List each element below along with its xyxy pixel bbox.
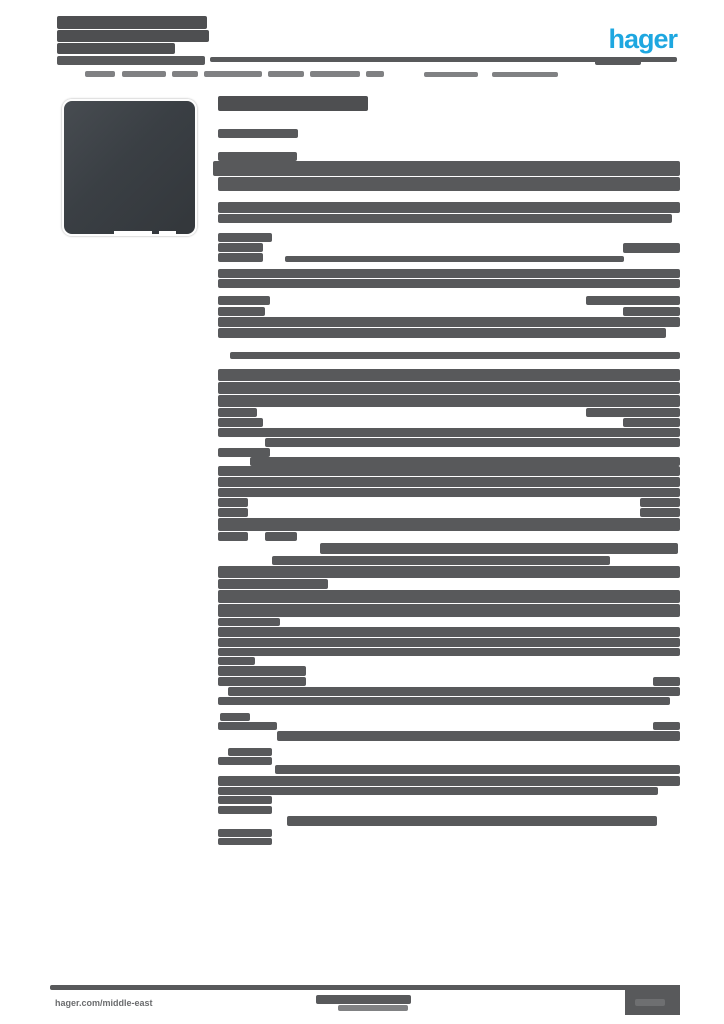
redacted-text-line [218, 328, 666, 338]
redacted-text-line [218, 296, 270, 305]
redacted-text-line [265, 532, 297, 541]
redacted-text-line [218, 838, 272, 845]
redacted-text-line [275, 765, 680, 774]
redacted-text-line [57, 30, 209, 42]
redacted-text-line [218, 757, 272, 765]
redacted-text-line [50, 985, 680, 990]
redacted-text-line [218, 233, 272, 242]
redacted-text-line [213, 161, 680, 176]
redacted-text-line [218, 177, 680, 191]
redacted-text-line [265, 438, 680, 447]
redacted-text-line [218, 243, 263, 252]
redacted-text-line [204, 71, 262, 77]
redacted-text-line [586, 296, 680, 305]
redacted-text-line [218, 395, 680, 407]
redacted-text-line [218, 307, 265, 316]
redacted-text-line [640, 508, 680, 517]
redacted-text-line [218, 532, 248, 541]
redacted-text-line [218, 604, 680, 617]
redacted-text-line [218, 776, 680, 786]
footer-url[interactable]: hager.com/middle-east [55, 997, 153, 1008]
redacted-text-line [57, 56, 205, 65]
redacted-text-line [218, 418, 263, 427]
redacted-text-line [218, 518, 680, 531]
redacted-text-line [218, 408, 257, 417]
product-image-notch [114, 231, 152, 236]
redacted-text-line [653, 722, 680, 730]
redacted-text-line [492, 72, 558, 77]
redacted-text-line [218, 590, 680, 603]
redacted-text-line [310, 71, 360, 77]
redacted-text-line [623, 418, 680, 427]
redacted-text-line [218, 806, 272, 814]
redacted-text-line [268, 71, 304, 77]
redacted-text-line [218, 627, 680, 637]
product-image [62, 99, 197, 236]
footer-url-box[interactable]: hager.com/middle-east [55, 992, 171, 1013]
redacted-text-line [218, 214, 672, 223]
redacted-text-line [218, 722, 277, 730]
redacted-text-line [250, 457, 680, 466]
redacted-text-line [85, 71, 115, 77]
redacted-text-line [218, 269, 680, 278]
page-number-box [625, 985, 680, 1015]
redacted-text-line [424, 72, 478, 77]
redacted-text-line [366, 71, 384, 77]
redacted-text-line [218, 508, 248, 517]
redacted-text-line [172, 71, 198, 77]
redacted-text-line [218, 382, 680, 394]
product-image-notch [159, 231, 176, 236]
redacted-text-line [218, 488, 680, 497]
redacted-text-line [218, 566, 680, 578]
redacted-text-line [218, 96, 368, 111]
redacted-text-line [218, 829, 272, 837]
redacted-text-line [287, 816, 657, 826]
redacted-text-line [320, 543, 678, 554]
redacted-text-line [640, 498, 680, 507]
redacted-text-line [228, 748, 272, 756]
redacted-text-line [218, 253, 263, 262]
redacted-text-line [285, 256, 624, 262]
redacted-text-line [218, 498, 248, 507]
redacted-text-line [210, 57, 677, 62]
redacted-text-line [218, 317, 680, 327]
redacted-text-line [218, 579, 328, 589]
redacted-text-line [653, 677, 680, 686]
redacted-text-line [57, 16, 207, 29]
redacted-text-line [230, 352, 680, 359]
redacted-text-line [218, 638, 680, 647]
page-number-text [635, 999, 665, 1006]
redacted-text-line [316, 995, 411, 1004]
redacted-text-line [218, 657, 255, 665]
redacted-text-line [623, 243, 680, 253]
redacted-text-line [122, 71, 166, 77]
redacted-text-line [586, 408, 680, 417]
redacted-text-line [57, 43, 175, 54]
redacted-text-line [272, 556, 610, 565]
redacted-text-line [218, 369, 680, 381]
redacted-text-line [218, 279, 680, 288]
redacted-text-line [218, 697, 670, 705]
redacted-text-line [218, 796, 272, 804]
redacted-text-line [218, 666, 306, 676]
redacted-text-line [218, 202, 680, 213]
redacted-text-line [218, 787, 658, 795]
redacted-text-line [218, 477, 680, 487]
redacted-text-line [218, 466, 680, 476]
redacted-text-line [218, 448, 270, 457]
redacted-text-line [338, 1005, 408, 1011]
redacted-text-line [218, 648, 680, 656]
redacted-text-line [218, 152, 297, 161]
hager-logo: hager [608, 24, 678, 54]
redacted-text-line [623, 307, 680, 316]
redacted-text-line [220, 713, 250, 721]
redacted-text-line [595, 58, 641, 65]
redacted-text-line [218, 618, 280, 626]
redacted-text-line [218, 428, 680, 437]
redacted-text-line [218, 129, 298, 138]
redacted-text-line [228, 687, 680, 696]
redacted-text-line [218, 677, 306, 686]
redacted-text-line [277, 731, 680, 741]
